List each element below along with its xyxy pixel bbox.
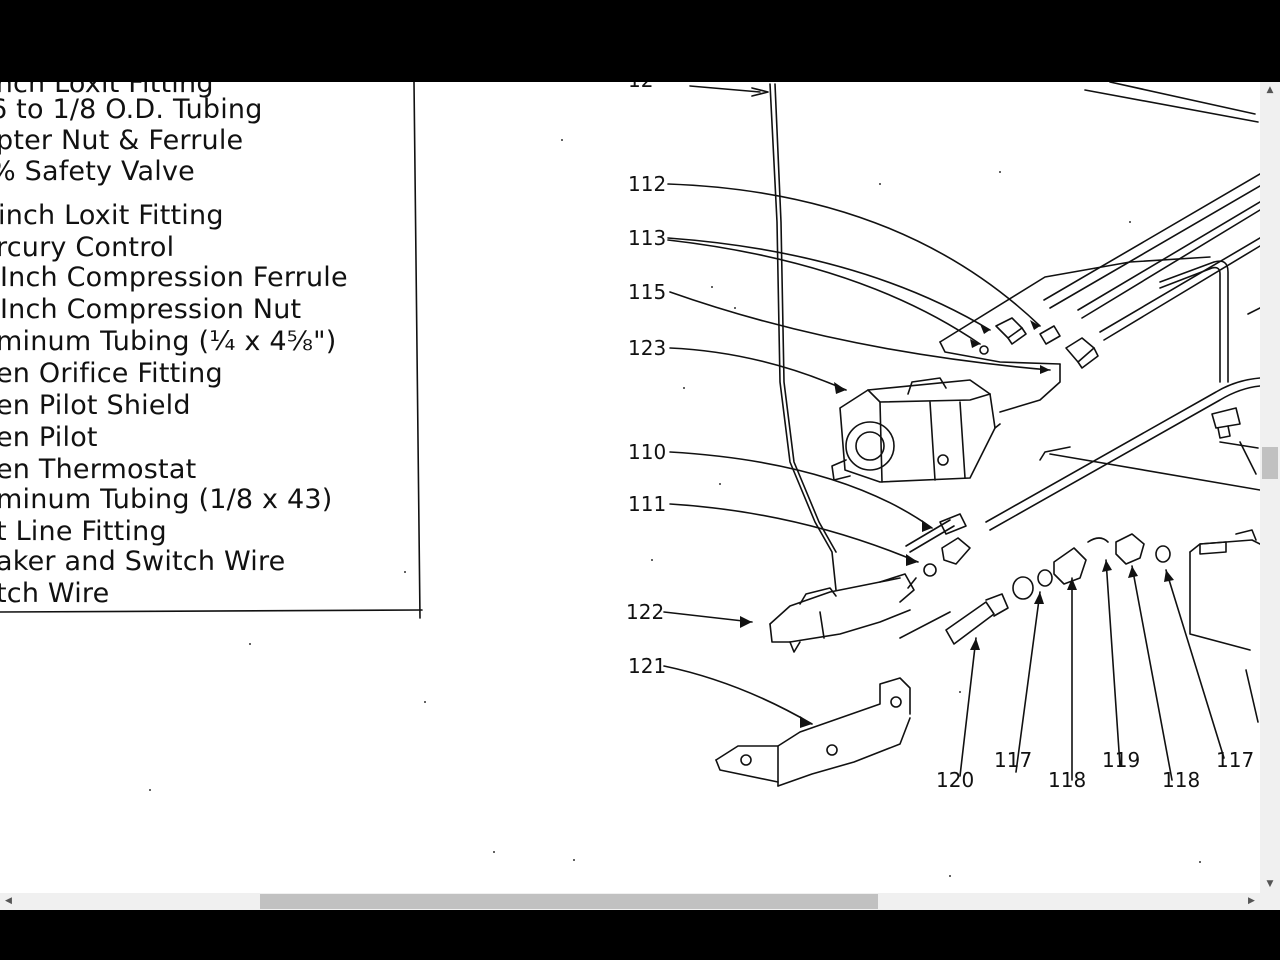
vertical-scrollbar[interactable]: ▲ ▼ (1260, 82, 1280, 893)
legend-item: inch Loxit Fitting (0, 82, 214, 99)
callout-number: 12 (628, 82, 653, 92)
scroll-right-icon[interactable]: ▶ (1248, 896, 1255, 906)
scrollbar-corner (1260, 893, 1280, 910)
top-black-bar (0, 0, 1280, 82)
legend-item: inch Loxit Fitting (0, 200, 224, 231)
callout-121: 121 (628, 654, 667, 678)
callout-118-second: 118 (1162, 768, 1201, 792)
parts-line-drawing (0, 82, 1260, 877)
callout-115: 115 (628, 280, 667, 304)
legend-item: % Safety Valve (0, 156, 195, 187)
legend-item: en Pilot (0, 422, 98, 453)
bottom-black-bar (0, 910, 1280, 960)
horizontal-scrollbar[interactable]: ◀ ▶ (0, 893, 1260, 910)
callout-112: 112 (628, 172, 667, 196)
callout-113: 113 (628, 226, 667, 250)
legend-item: en Pilot Shield (0, 390, 191, 421)
document-viewport[interactable]: inch Loxit Fitting 6 to 1/8 O.D. Tubing … (0, 82, 1260, 893)
scroll-down-icon[interactable]: ▼ (1266, 879, 1274, 889)
legend-item: tch Wire (0, 578, 110, 609)
legend-item: t Line Fitting (0, 516, 167, 547)
callout-117: 117 (994, 748, 1033, 772)
legend-item: en Orifice Fitting (0, 358, 223, 389)
legend-item: rcury Control (0, 232, 175, 263)
legend-item: aker and Switch Wire (0, 546, 286, 577)
callout-123: 123 (628, 336, 667, 360)
callout-111: 111 (628, 492, 667, 516)
callout-119: 119 (1102, 748, 1141, 772)
scroll-left-icon[interactable]: ◀ (5, 896, 12, 906)
callout-117-second: 117 (1216, 748, 1255, 772)
callout-118: 118 (1048, 768, 1087, 792)
legend-item: minum Tubing (¼ x 4⅝") (0, 326, 337, 357)
callout-120: 120 (936, 768, 975, 792)
legend-item: en Thermostat (0, 454, 197, 485)
scroll-up-icon[interactable]: ▲ (1266, 85, 1274, 95)
callout-122: 122 (626, 600, 665, 624)
vertical-scroll-thumb[interactable] (1262, 447, 1278, 479)
legend-item: Inch Compression Nut (0, 294, 302, 325)
legend-item: 6 to 1/8 O.D. Tubing (0, 94, 263, 125)
legend-item: Inch Compression Ferrule (0, 262, 348, 293)
legend-item: minum Tubing (1/8 x 43) (0, 484, 333, 515)
callout-110: 110 (628, 440, 667, 464)
horizontal-scroll-thumb[interactable] (260, 894, 878, 909)
legend-item: pter Nut & Ferrule (0, 125, 244, 156)
parts-diagram-page: inch Loxit Fitting 6 to 1/8 O.D. Tubing … (0, 82, 1260, 893)
